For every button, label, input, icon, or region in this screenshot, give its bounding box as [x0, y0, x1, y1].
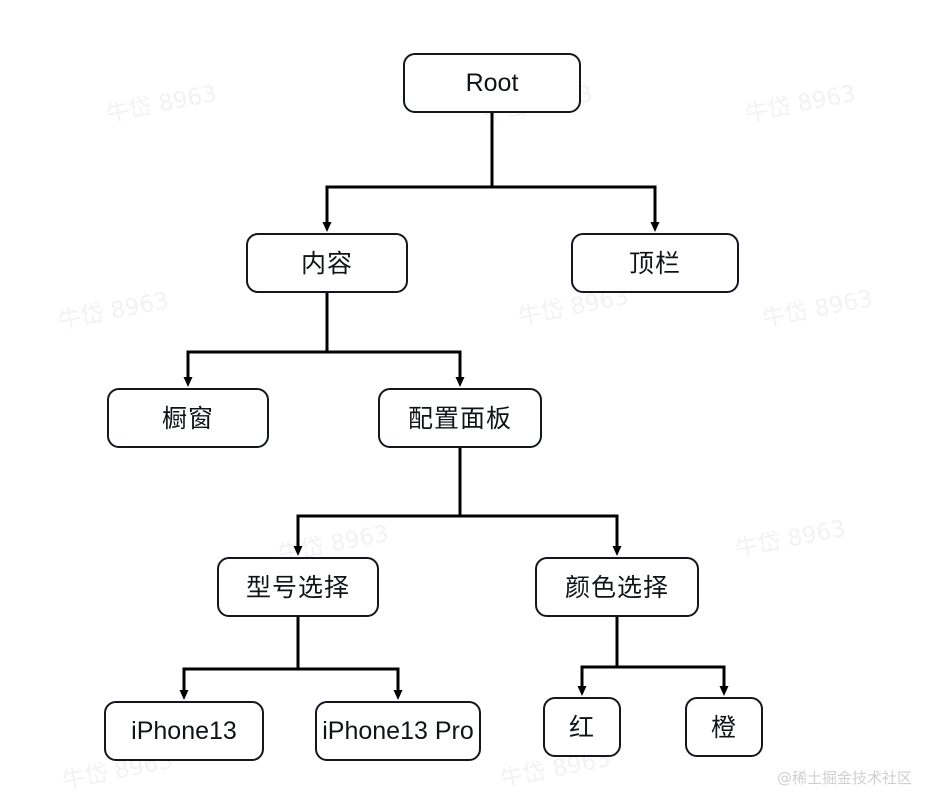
- node-label: 橙: [710, 712, 737, 742]
- node-iphone13pro[interactable]: iPhone13 Pro: [315, 701, 481, 761]
- edge-colorsel-to-orange: [617, 665, 729, 696]
- node-label: 配置面板: [407, 403, 512, 433]
- node-red[interactable]: 红: [543, 697, 621, 757]
- node-label: 顶栏: [628, 248, 681, 278]
- node-label: 橱窗: [161, 403, 214, 433]
- edge-configpanel-to-colorsel: [460, 514, 622, 556]
- edge-configpanel-to-modelsel: [293, 514, 460, 556]
- node-showcase[interactable]: 橱窗: [107, 388, 269, 448]
- edge-root-to-content: [322, 185, 492, 232]
- node-content[interactable]: 内容: [246, 233, 408, 293]
- edge-root-to-topbar: [492, 185, 660, 232]
- node-topbar[interactable]: 顶栏: [571, 233, 739, 293]
- edge-colorsel-to-red: [577, 665, 617, 696]
- edge-content-to-configpanel: [327, 350, 465, 387]
- node-label: iPhone13 Pro: [322, 716, 474, 745]
- node-colorsel[interactable]: 颜色选择: [535, 557, 699, 617]
- node-modelsel[interactable]: 型号选择: [217, 557, 379, 617]
- node-orange[interactable]: 橙: [685, 697, 763, 757]
- node-label: Root: [465, 68, 519, 97]
- node-configpanel[interactable]: 配置面板: [378, 388, 542, 448]
- node-iphone13[interactable]: iPhone13: [104, 701, 264, 761]
- node-label: iPhone13: [131, 716, 237, 745]
- edge-modelsel-to-iphone13: [179, 667, 298, 700]
- node-label: 型号选择: [245, 572, 350, 602]
- node-root[interactable]: Root: [403, 53, 581, 113]
- node-label: 颜色选择: [564, 572, 669, 602]
- node-label: 红: [568, 712, 595, 742]
- edge-content-to-showcase: [183, 350, 327, 387]
- credit-watermark: @稀土掘金技术社区: [776, 769, 912, 787]
- node-label: 内容: [300, 248, 353, 278]
- edge-modelsel-to-iphone13pro: [298, 667, 403, 700]
